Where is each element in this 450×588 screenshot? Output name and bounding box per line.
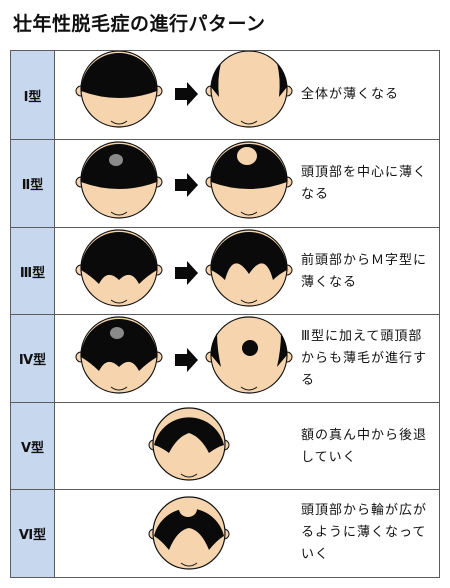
- pattern-table: Ⅰ型 全体が薄くなる Ⅱ型: [10, 50, 440, 578]
- type-label: Ⅰ型: [23, 89, 42, 105]
- table-row: Ⅰ型 全体が薄くなる: [11, 51, 439, 139]
- head-icon: [148, 496, 230, 570]
- head-before-icon: [75, 316, 163, 394]
- type-label: Ⅱ型: [21, 178, 44, 193]
- description: Ⅲ型に加えて頭頂部からも薄毛が進行する: [301, 329, 428, 388]
- table-row: Ⅱ型 頭頂部を中心に薄くなる: [11, 139, 439, 227]
- stage-illustration: [148, 496, 230, 570]
- head-before-icon: [75, 141, 163, 219]
- type-cell: Ⅵ型: [11, 490, 55, 577]
- arrow-right-icon: [175, 82, 198, 106]
- stage-illustration: [75, 229, 293, 307]
- head-icon: [148, 407, 230, 481]
- description: 額の真ん中から後退していく: [301, 428, 428, 465]
- table-row: Ⅵ型 頭頂部から輪が広がるように薄くなっていく: [11, 489, 439, 577]
- stage-illustration: [75, 141, 293, 219]
- description: 頭頂部から輪が広がるように薄くなっていく: [301, 503, 428, 562]
- type-cell: Ⅴ型: [11, 403, 55, 489]
- type-label: Ⅳ型: [18, 353, 47, 368]
- description: 頭頂部を中心に薄くなる: [301, 165, 428, 202]
- table-row: Ⅴ型 額の真ん中から後退していく: [11, 402, 439, 489]
- table-row: Ⅳ型 Ⅲ型に加えて頭頂部からも薄毛が進行する: [11, 314, 439, 402]
- type-label: Ⅵ型: [18, 528, 47, 543]
- type-label: Ⅲ型: [19, 265, 46, 281]
- type-cell: Ⅳ型: [11, 315, 55, 402]
- stage-illustration: [75, 51, 293, 128]
- type-label: Ⅴ型: [20, 440, 45, 456]
- head-before-icon: [75, 51, 163, 128]
- type-cell: Ⅰ型: [11, 51, 55, 139]
- page-title: 壮年性脱毛症の進行パターン: [13, 13, 266, 35]
- head-after-icon: [205, 51, 293, 128]
- stage-illustration: [148, 407, 230, 481]
- type-cell: Ⅲ型: [11, 228, 55, 314]
- description: 全体が薄くなる: [301, 87, 400, 102]
- arrow-right-icon: [175, 173, 198, 197]
- stage-illustration: [75, 316, 293, 394]
- head-after-icon: [205, 229, 293, 307]
- arrow-right-icon: [175, 348, 198, 372]
- head-after-icon: [205, 316, 293, 394]
- description: 前頭部からＭ字型に薄くなる: [301, 253, 428, 290]
- type-cell: Ⅱ型: [11, 140, 55, 227]
- head-after-icon: [205, 141, 293, 219]
- table-row: Ⅲ型 前頭部からＭ字型に薄くなる: [11, 227, 439, 314]
- arrow-right-icon: [175, 261, 198, 285]
- head-before-icon: [75, 229, 163, 307]
